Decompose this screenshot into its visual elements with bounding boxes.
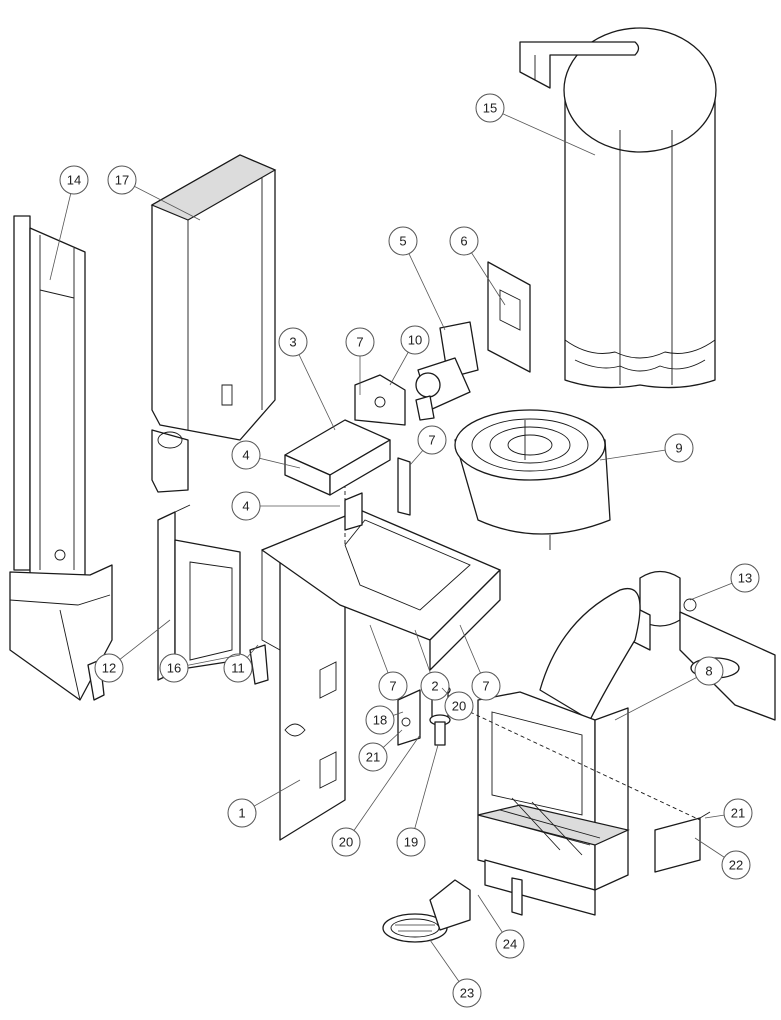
callout-label-7: 7 [428,433,435,448]
bracket-part-10 [344,457,411,531]
callout-label-6: 6 [460,234,467,249]
callout-circle-2 [420,671,450,701]
callout-label-17: 17 [115,173,129,188]
callout-label-7: 7 [356,335,363,350]
bracket-part-3 [284,374,406,496]
callout-circle-23 [452,978,482,1008]
callout-label-24: 24 [503,937,517,952]
hopper-part-17 [150,154,277,493]
callout-circle-19 [396,827,426,857]
callout-circle-20 [444,691,474,721]
callout-circle-7 [345,327,375,357]
callout-circle-4 [231,440,261,470]
tray-part-2 [261,470,501,671]
callout-label-4: 4 [242,499,249,514]
callout-label-2: 2 [431,679,438,694]
callout-leader-17 [121,179,201,221]
callout-circle-15 [475,93,505,123]
callout-circle-21 [358,742,388,772]
callout-label-1: 1 [238,806,245,821]
callout-label-18: 18 [373,713,387,728]
dispenser-wheel-part-9 [454,409,611,550]
callout-circle-3 [278,327,308,357]
callout-circle-22 [721,850,751,880]
callout-label-10: 10 [408,333,422,348]
motor-assembly-part-13 [619,570,776,721]
callout-circle-21 [723,798,753,828]
callout-leader-20 [345,734,421,843]
plate-part-12 [157,504,241,681]
callout-circle-7 [378,671,408,701]
callout-circle-12 [94,653,124,683]
callout-label-5: 5 [399,234,406,249]
callout-leader-8 [614,670,710,721]
guard-part-6 [487,261,531,373]
callout-circle-4 [231,491,261,521]
callout-circle-14 [59,165,89,195]
canister-part-15 [519,27,717,389]
callout-label-21: 21 [366,750,380,765]
callout-label-3: 3 [289,335,296,350]
callout-label-21: 21 [731,806,745,821]
drip-frame-part-8 [477,587,641,916]
callout-label-22: 22 [729,858,743,873]
drip-grate-part-23 [382,879,471,943]
plate-part-22 [469,711,711,873]
callout-label-16: 16 [167,661,181,676]
callout-circle-17 [107,165,137,195]
callout-label-8: 8 [705,664,712,679]
callout-label-14: 14 [67,173,81,188]
callout-label-12: 12 [102,661,116,676]
motor-part-5 [415,321,479,421]
callout-label-7: 7 [389,679,396,694]
callout-circle-13 [730,563,760,593]
callout-label-15: 15 [483,101,497,116]
callout-label-4: 4 [242,448,249,463]
callout-leader-14 [49,179,75,281]
callout-circle-18 [365,705,395,735]
callout-label-20: 20 [452,699,466,714]
callout-circle-9 [664,433,694,463]
callout-circle-8 [694,656,724,686]
callout-circle-24 [495,929,525,959]
callout-label-23: 23 [460,986,474,1001]
callout-circle-7 [471,671,501,701]
callout-leader-19 [410,744,439,843]
callout-label-13: 13 [738,571,752,586]
callout-circle-7 [417,425,447,455]
callout-circle-20 [331,827,361,857]
callout-label-19: 19 [404,835,418,850]
callout-circle-11 [223,653,253,683]
callout-label-7: 7 [482,679,489,694]
callout-circle-16 [159,653,189,683]
callout-circle-1 [227,798,257,828]
frame-part-14 [9,215,113,701]
callout-circle-10 [400,325,430,355]
callout-label-11: 11 [231,661,245,676]
callout-label-9: 9 [675,441,682,456]
callout-label-20: 20 [339,835,353,850]
callout-leader-5 [402,240,446,331]
callout-circle-5 [388,226,418,256]
callout-leader-15 [489,107,596,156]
callout-circle-6 [449,226,479,256]
callout-leader-3 [292,341,336,431]
